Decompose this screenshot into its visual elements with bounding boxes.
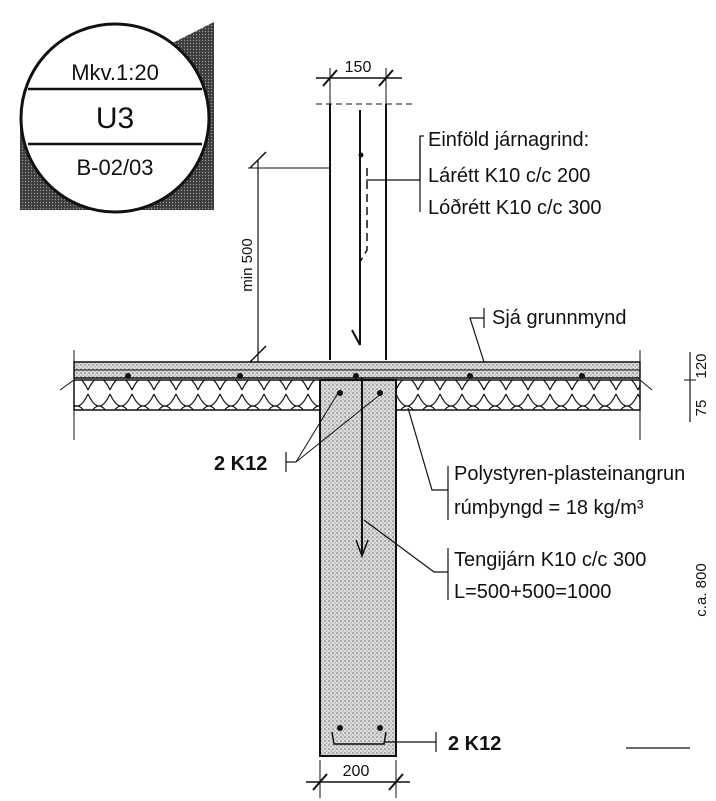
title-block: Mkv.1:20 U3 B-02/03 <box>19 22 214 214</box>
insulation-annotation: Polystyren-plasteinangrun rúmþyngd = 18 … <box>407 407 685 520</box>
top-bars-annotation: 2 K12 <box>214 392 383 475</box>
wall-rebar-line1: Einföld járnagrind: <box>428 129 589 151</box>
see-plan-annotation: Sjá grunnmynd <box>469 307 627 363</box>
right-dimension-chain: 120 75 c.a. 800 <box>626 352 710 749</box>
footing-width-dimension: 200 <box>306 760 410 798</box>
wall-rebar-line2: Lárétt K10 c/c 200 <box>428 165 590 187</box>
insulation-thickness-label: 75 <box>693 400 710 417</box>
scale-label: Mkv.1:20 <box>71 60 159 85</box>
wall-thickness-dimension: 150 <box>316 59 402 104</box>
bottom-bars-annotation: 2 K12 <box>384 732 501 755</box>
insulation-line1: Polystyren-plasteinangrun <box>454 463 685 485</box>
title-circle <box>19 22 211 214</box>
slab-thickness-label: 120 <box>693 353 710 378</box>
see-plan-label: Sjá grunnmynd <box>492 307 627 329</box>
anchorage-label: min 500 <box>239 238 256 291</box>
footing-depth-label: c.a. 800 <box>693 563 710 616</box>
wall-vertical-rebar <box>351 110 361 346</box>
footing-width-label: 200 <box>343 763 370 780</box>
footing <box>319 378 397 757</box>
dowel-line1: Tengijárn K10 c/c 300 <box>454 549 646 571</box>
anchorage-dimension: min 500 <box>239 151 330 363</box>
dowel-line2: L=500+500=1000 <box>454 581 611 603</box>
wall-rebar-annotation: Einföld járnagrind: Lárétt K10 c/c 200 L… <box>366 129 601 219</box>
detail-id-label: U3 <box>96 102 134 135</box>
dowel-annotation: Tengijárn K10 c/c 300 L=500+500=1000 <box>363 519 646 603</box>
insulation-right <box>395 379 641 411</box>
wall-horizontal-rebar <box>359 168 368 263</box>
wall <box>316 103 412 360</box>
insulation-line2: rúmþyngd = 18 kg/m³ <box>454 497 644 519</box>
bottom-bars-label: 2 K12 <box>448 733 501 755</box>
wall-thickness-label: 150 <box>345 59 372 76</box>
sheet-ref-label: B-02/03 <box>76 155 153 180</box>
footing-stirrup <box>331 731 387 745</box>
wall-rebar-line3: Lóðrétt K10 c/c 300 <box>428 197 601 219</box>
insulation-left <box>73 379 321 411</box>
top-bars-label: 2 K12 <box>214 453 267 475</box>
footing-concrete <box>319 379 397 757</box>
